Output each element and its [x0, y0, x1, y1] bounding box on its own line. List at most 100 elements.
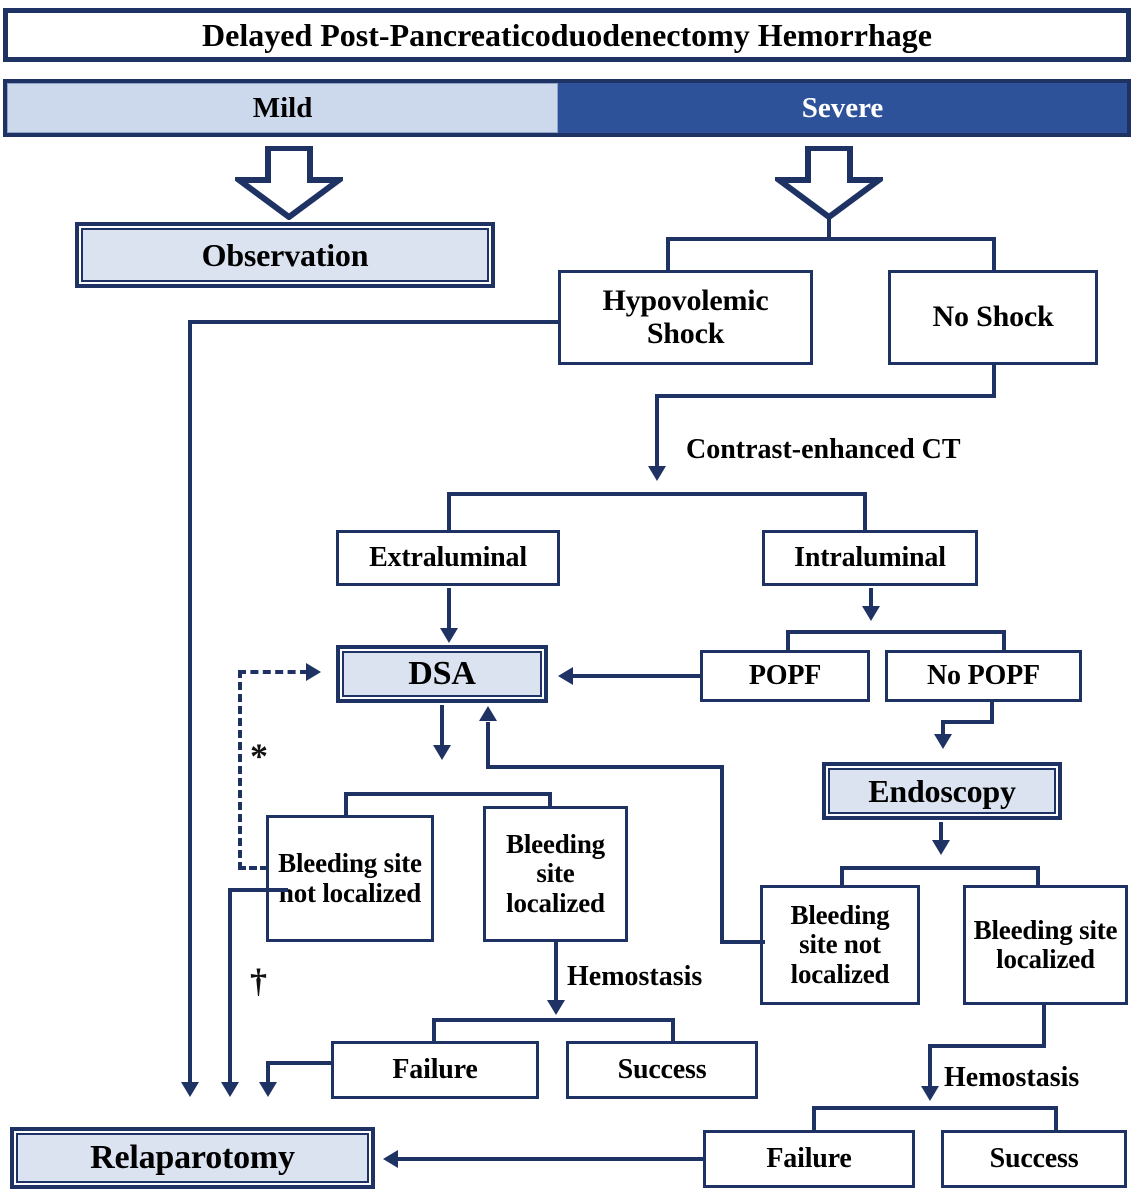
edge-label-hemostasis-endo: Hemostasis [944, 1062, 1080, 1093]
connector-nopopf-jog [941, 720, 994, 724]
block-arrow-severe [775, 146, 883, 220]
connector-nopopf-drop [1002, 630, 1006, 652]
connector-shock-to-relap-h [188, 320, 560, 324]
severity-severe[interactable]: Severe [558, 83, 1127, 133]
connector-shock-right-drop [992, 237, 996, 272]
arrowhead-endo-hemostasis [921, 1086, 939, 1101]
connector-endo-right-drop [1036, 866, 1040, 888]
node-dsa-success-label: Success [617, 1053, 707, 1085]
connector-endo-notloc-to-dsa-h-top [486, 765, 724, 769]
connector-popf-split-h [786, 630, 1006, 634]
node-intraluminal[interactable]: Intraluminal [762, 530, 978, 586]
node-observation[interactable]: Observation [75, 222, 495, 288]
connector-extraluminal-drop [447, 492, 451, 530]
node-dsa-site-not-localized[interactable]: Bleeding site not localized [266, 815, 434, 942]
arrowhead-contrast-ct [648, 466, 666, 481]
connector-shock-left-drop [666, 237, 670, 272]
arrowhead-extraluminal-to-dsa [440, 628, 458, 643]
footnote-marker-dagger: † [250, 963, 267, 1000]
connector-noshock-drop [992, 365, 996, 398]
node-endo-site-not-localized-label: Bleeding site not localized [790, 900, 890, 989]
node-endo-failure[interactable]: Failure [703, 1130, 915, 1188]
connector-dsa-notloc-to-relap-v [228, 888, 232, 1088]
arrowhead-dsa-notloc-to-relaparotomy [221, 1082, 239, 1097]
node-endo-site-localized[interactable]: Bleeding site localized [963, 885, 1128, 1005]
node-popf[interactable]: POPF [700, 650, 870, 702]
connector-nopopf-to-endoscopy [941, 720, 945, 738]
node-dsa-label: DSA [408, 654, 476, 692]
node-extraluminal[interactable]: Extraluminal [336, 530, 560, 586]
node-no-popf[interactable]: No POPF [885, 650, 1082, 702]
edge-label-hemostasis-dsa: Hemostasis [567, 961, 703, 992]
connector-severe-stem [827, 219, 831, 241]
arrowhead-endo-notloc-to-dsa [479, 706, 497, 721]
arrowhead-intraluminal-split [862, 606, 880, 621]
arrowhead-dsa-down [433, 745, 451, 760]
connector-endo-success-drop [1054, 1106, 1058, 1130]
connector-endo-loc-jog [928, 1044, 1046, 1048]
node-dsa[interactable]: DSA [336, 645, 548, 703]
connector-dsa-success-drop [671, 1018, 675, 1042]
arrowhead-endo-failure-to-relaparotomy [383, 1150, 398, 1168]
node-hypovolemic-shock[interactable]: Hypovolemic Shock [558, 270, 813, 365]
connector-dsa-left-drop [344, 792, 348, 816]
arrowhead-dsa-hemostasis [547, 1000, 565, 1015]
severity-bar: Mild Severe [3, 79, 1131, 137]
connector-extraluminal-to-dsa [447, 588, 451, 630]
connector-popf-drop [786, 630, 790, 652]
node-relaparotomy[interactable]: Relaparotomy [10, 1127, 375, 1189]
connector-endo-failure-drop [812, 1106, 816, 1130]
connector-dsa-split-h [344, 792, 552, 796]
connector-dsa-notloc-to-relap-h [228, 888, 288, 892]
node-dsa-success[interactable]: Success [566, 1041, 758, 1099]
node-extraluminal-label: Extraluminal [369, 541, 527, 573]
connector-endoscopy-down [939, 822, 943, 844]
connector-dsa-outcome-split-h [432, 1018, 675, 1022]
connector-intraluminal-stem [869, 588, 873, 610]
connector-popf-to-dsa [573, 674, 700, 678]
node-dsa-site-not-localized-label: Bleeding site not localized [278, 848, 422, 908]
node-endo-success[interactable]: Success [941, 1130, 1127, 1188]
node-hypovolemic-shock-label: Hypovolemic Shock [602, 284, 769, 350]
footnote-marker-asterisk: * [250, 736, 268, 776]
connector-endo-notloc-to-dsa-riser [486, 722, 490, 769]
node-observation-label: Observation [201, 236, 369, 273]
connector-ct-split-h [447, 492, 867, 496]
connector-endo-notloc-to-dsa-h-low [720, 940, 765, 944]
arrowhead-shock-to-relaparotomy [181, 1082, 199, 1097]
node-endoscopy-label: Endoscopy [868, 772, 1016, 809]
node-no-shock-label: No Shock [932, 300, 1054, 334]
connector-nopopf-stem [990, 702, 994, 724]
connector-shock-to-relap-v [188, 320, 192, 1088]
arrowhead-nopopf-to-endoscopy [934, 734, 952, 749]
connector-dsa-retry-dash-bottom [238, 866, 268, 870]
node-endo-success-label: Success [989, 1142, 1079, 1174]
connector-ct-v [655, 394, 659, 470]
node-dsa-site-localized[interactable]: Bleeding site localized [483, 806, 628, 942]
connector-dsa-failure-drop [432, 1018, 436, 1042]
connector-ct-h [655, 394, 996, 398]
connector-dsa-down [440, 705, 444, 747]
node-endo-site-not-localized[interactable]: Bleeding site not localized [760, 885, 920, 1005]
connector-dsa-retry-dash-top [238, 670, 308, 674]
connector-dsa-failure-to-relap-v [266, 1061, 270, 1088]
node-no-shock[interactable]: No Shock [888, 270, 1098, 365]
node-dsa-site-localized-label: Bleeding site localized [506, 829, 605, 918]
severity-severe-label: Severe [801, 91, 884, 124]
severity-mild[interactable]: Mild [7, 83, 559, 133]
arrowhead-dsa-retry [306, 663, 321, 681]
node-dsa-failure[interactable]: Failure [331, 1041, 539, 1099]
arrowhead-popf-to-dsa [558, 667, 573, 685]
connector-endo-split-h [840, 866, 1040, 870]
connector-endo-left-drop [840, 866, 844, 888]
connector-endo-outcome-split-h [812, 1106, 1058, 1110]
connector-dsa-right-drop [548, 792, 552, 816]
severity-mild-label: Mild [252, 91, 313, 124]
connector-dsa-retry-dash-v [238, 670, 242, 870]
arrowhead-dsa-failure-to-relaparotomy [259, 1082, 277, 1097]
node-relaparotomy-label: Relaparotomy [90, 1138, 295, 1176]
node-endo-failure-label: Failure [766, 1142, 852, 1174]
node-endoscopy[interactable]: Endoscopy [822, 762, 1062, 820]
connector-intraluminal-drop [863, 492, 867, 530]
